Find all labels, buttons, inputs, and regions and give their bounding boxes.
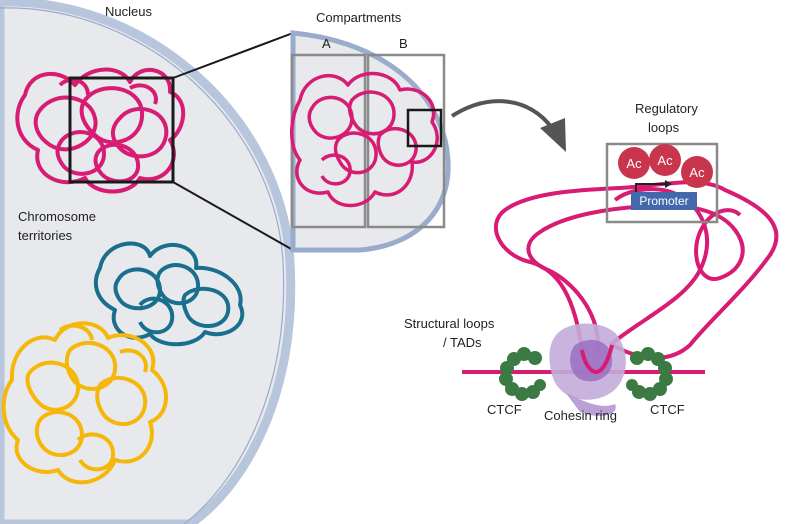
loop-anchor-strands bbox=[580, 344, 614, 375]
structural-loops-label-line1: Structural loops bbox=[404, 316, 495, 331]
promoter-box bbox=[631, 192, 697, 210]
nucleus-label: Nucleus bbox=[105, 4, 152, 19]
zoom-box-nucleus bbox=[68, 76, 175, 184]
chromosome-territories-label-line2: territories bbox=[18, 228, 73, 243]
ctcf-left-label: CTCF bbox=[487, 402, 522, 417]
acetylation-label-3: Ac bbox=[689, 165, 705, 180]
promoter-label: Promoter bbox=[639, 194, 688, 208]
transcription-start-arrow bbox=[635, 183, 665, 194]
compartments-chromatin bbox=[290, 71, 439, 208]
compartment-b-label: B bbox=[399, 36, 408, 51]
acetylation-label-1: Ac bbox=[626, 156, 642, 171]
ctcf-right bbox=[626, 347, 673, 401]
zoom-line-bottom bbox=[172, 181, 294, 251]
cohesin-ring-label: Cohesin ring bbox=[544, 408, 617, 423]
chromosome-territory-magenta bbox=[15, 67, 186, 194]
chromosome-territory-yellow bbox=[1, 321, 168, 485]
regulatory-loops-label-line2: loops bbox=[648, 120, 680, 135]
chromatin-loop bbox=[493, 180, 779, 360]
acetylation-marks: Ac Ac Ac bbox=[618, 144, 713, 188]
zoom-box-compartment-b bbox=[406, 108, 443, 148]
acetylation-mark-3 bbox=[681, 156, 713, 188]
structural-loops-label-line2: / TADs bbox=[443, 335, 482, 350]
cohesin-ring-hinge bbox=[565, 392, 616, 416]
compartments-label: Compartments bbox=[316, 10, 402, 25]
cohesin-ring bbox=[549, 323, 626, 416]
chromosome-territories-label-line1: Chromosome bbox=[18, 209, 96, 224]
zoom-arrow bbox=[450, 99, 554, 130]
chromatin-loop-outer bbox=[608, 187, 710, 347]
ctcf-left bbox=[499, 347, 546, 401]
compartment-b-box bbox=[366, 53, 446, 229]
regulatory-loop-box bbox=[605, 142, 719, 224]
acetylation-mark-2 bbox=[649, 144, 681, 176]
acetylation-label-2: Ac bbox=[657, 153, 673, 168]
compartment-a-label: A bbox=[322, 36, 331, 51]
transcription-start-arrow-head bbox=[665, 180, 672, 188]
acetylation-mark-1 bbox=[618, 147, 650, 179]
regulatory-loops-label-line1: Regulatory bbox=[635, 101, 698, 116]
ctcf-right-label: CTCF bbox=[650, 402, 685, 417]
zoom-arrow-head bbox=[540, 118, 566, 152]
chromosome-territory-teal bbox=[93, 241, 245, 347]
zoom-line-top bbox=[172, 32, 294, 79]
